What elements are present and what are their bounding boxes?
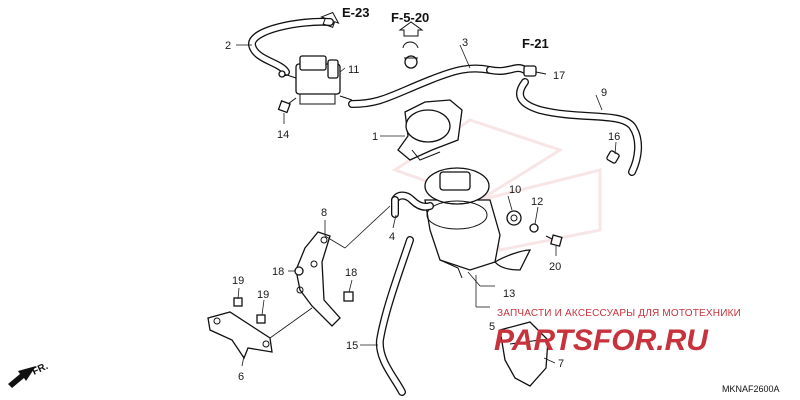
callout-10: 10 bbox=[509, 184, 521, 196]
callout-13: 13 bbox=[503, 288, 515, 300]
hose-9[interactable] bbox=[516, 78, 642, 176]
arrow-up-icon-e23 bbox=[320, 11, 340, 28]
band-13[interactable] bbox=[494, 249, 532, 271]
bolt-19b[interactable] bbox=[256, 314, 266, 324]
bolt-18b[interactable] bbox=[343, 291, 354, 302]
canister-bracket-1[interactable] bbox=[397, 99, 463, 161]
callout-3: 3 bbox=[462, 37, 468, 49]
hose-15[interactable] bbox=[375, 236, 414, 396]
bracket-8[interactable] bbox=[295, 231, 341, 327]
callout-18a: 18 bbox=[272, 266, 284, 278]
callout-8: 8 bbox=[321, 207, 327, 219]
callout-15: 15 bbox=[346, 340, 358, 352]
bolt-18a[interactable] bbox=[294, 266, 304, 276]
callout-9: 9 bbox=[601, 87, 607, 99]
callout-16: 16 bbox=[608, 131, 620, 143]
callout-18b: 18 bbox=[345, 267, 357, 279]
grommet-10[interactable] bbox=[506, 210, 522, 226]
bolt-19a[interactable] bbox=[233, 297, 243, 307]
callout-19b: 19 bbox=[257, 289, 269, 301]
callout-20: 20 bbox=[549, 261, 561, 273]
clip-17[interactable] bbox=[523, 65, 547, 77]
ref-f520: F-5-20 bbox=[391, 10, 429, 25]
watermark-tagline: ЗАПЧАСТИ И АКСЕССУАРЫ ДЛЯ МОТОТЕХНИКИ bbox=[497, 308, 741, 319]
callout-4: 4 bbox=[389, 231, 395, 243]
arrow-up-icon bbox=[398, 21, 424, 37]
ref-e23: E-23 bbox=[342, 5, 369, 20]
clip-16[interactable] bbox=[606, 150, 620, 164]
watermark-logo: PARTSFOR.RU bbox=[494, 324, 709, 357]
callout-11: 11 bbox=[348, 64, 359, 76]
callout-14: 14 bbox=[277, 129, 289, 141]
bracket-6[interactable] bbox=[207, 311, 273, 360]
bolt-20[interactable] bbox=[545, 234, 563, 247]
front-direction-label: FR. bbox=[31, 361, 50, 378]
callout-7: 7 bbox=[558, 358, 564, 370]
callout-19a: 19 bbox=[232, 275, 244, 287]
callout-6: 6 bbox=[238, 371, 244, 383]
pipe-4[interactable] bbox=[391, 191, 434, 218]
bolt-14[interactable] bbox=[277, 97, 297, 114]
callout-5: 5 bbox=[489, 321, 495, 333]
hose-3[interactable] bbox=[348, 64, 529, 108]
leader-lines bbox=[236, 44, 617, 367]
front-direction-arrow-icon bbox=[8, 366, 36, 388]
evap-canister-5[interactable] bbox=[424, 167, 501, 279]
solenoid-valve-11[interactable] bbox=[278, 55, 353, 105]
callout-12: 12 bbox=[531, 196, 543, 208]
callout-2: 2 bbox=[225, 40, 231, 52]
diagram-code: MKNAF2600A bbox=[722, 384, 780, 394]
ref-f21: F-21 bbox=[522, 36, 549, 51]
hose-clip[interactable] bbox=[402, 41, 419, 69]
callout-17: 17 bbox=[553, 70, 565, 82]
collar-12[interactable] bbox=[529, 223, 539, 233]
callout-1: 1 bbox=[372, 131, 378, 143]
cover-7[interactable] bbox=[499, 321, 549, 387]
